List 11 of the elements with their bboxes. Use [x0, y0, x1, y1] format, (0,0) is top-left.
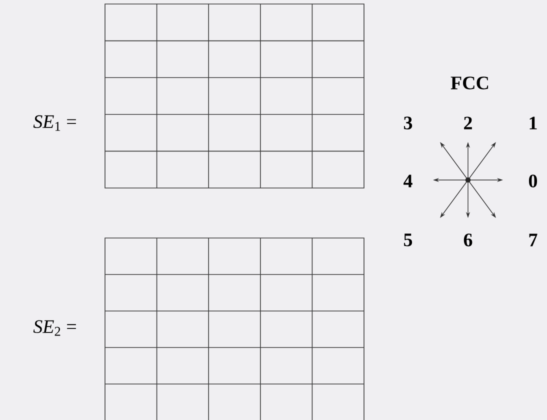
direction-number: 2 [464, 116, 472, 130]
direction-number: 4 [404, 174, 412, 188]
direction-number: 1 [530, 116, 537, 130]
equation-label: SE$_{2}$ = [33, 320, 76, 336]
direction-number: 7 [529, 234, 538, 246]
equation-label: SE$_{1}$ = [33, 115, 76, 131]
direction-number: 3 [404, 116, 412, 130]
direction-number: 0 [528, 174, 538, 188]
heading: FCC [450, 76, 488, 90]
direction-number: 6 [464, 234, 472, 246]
direction-number: 5 [404, 234, 412, 246]
